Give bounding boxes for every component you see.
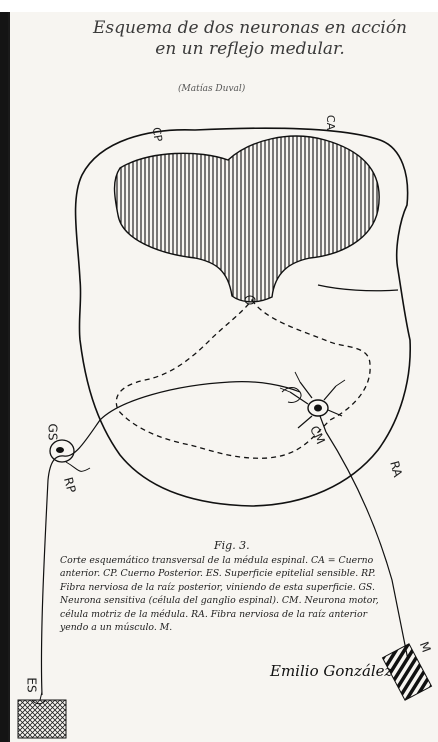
sensory-fiber xyxy=(41,382,300,695)
label-es: ES xyxy=(25,677,39,692)
epithelial-surface xyxy=(18,700,66,738)
signature: Emilio González xyxy=(270,662,392,680)
anterior-horn-dashed xyxy=(116,300,370,458)
dorsal-notch xyxy=(318,285,398,291)
dorsal-root-line xyxy=(66,462,90,471)
figure-label: Fig. 3. xyxy=(214,539,250,552)
label-cp: CP xyxy=(150,126,165,142)
label-ca: CA xyxy=(324,115,337,130)
label-gs: GS xyxy=(45,424,59,441)
grey-matter xyxy=(115,136,380,302)
ganglion-nucleus xyxy=(56,447,64,453)
synapse-arbor xyxy=(282,388,301,403)
figure-caption: Corte esquemático transversal de la médu… xyxy=(60,554,390,634)
